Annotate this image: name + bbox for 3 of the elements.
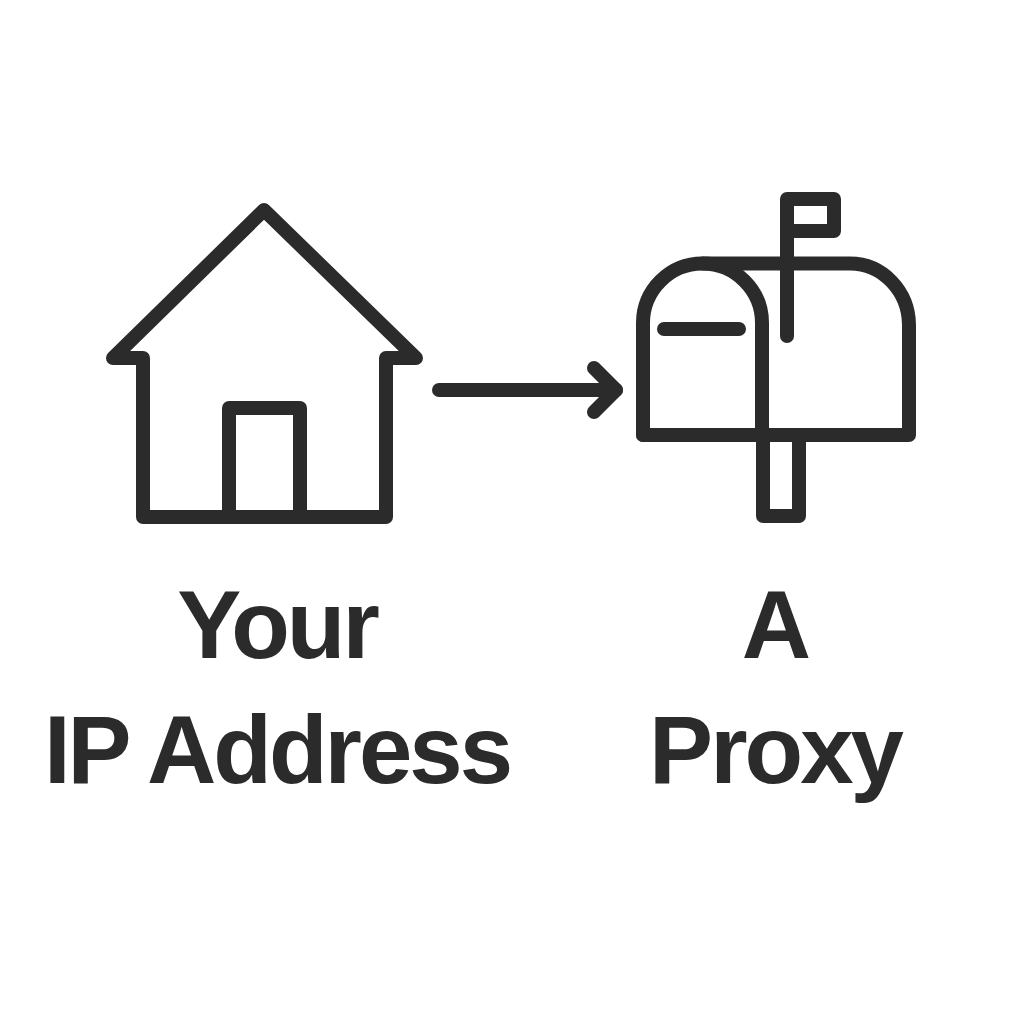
arrow [432,361,623,419]
node-label: A Proxy [648,570,904,805]
node-label: Your IP Address [42,570,512,805]
